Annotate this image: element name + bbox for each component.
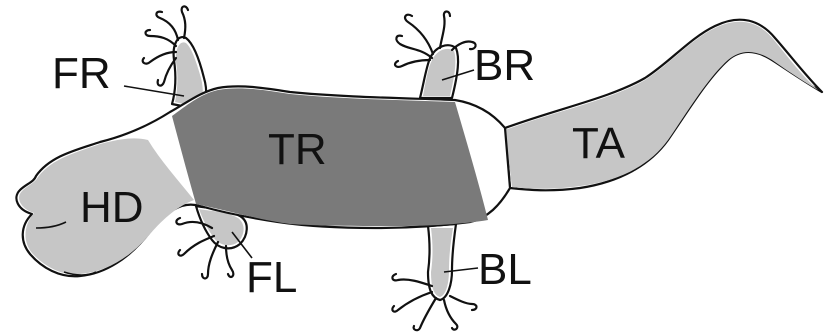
label-br: BR	[474, 41, 535, 90]
label-fr: FR	[52, 49, 111, 98]
front-left-leg	[176, 206, 246, 279]
tail-region	[505, 20, 822, 191]
label-bl: BL	[478, 245, 532, 294]
back-left-leg	[392, 224, 476, 330]
label-hd: HD	[80, 183, 144, 232]
label-tr: TR	[268, 125, 327, 174]
back-right-leg	[395, 12, 476, 99]
tail-shading	[505, 22, 818, 189]
label-ta: TA	[572, 119, 626, 168]
trunk-region	[172, 88, 488, 226]
label-fl: FL	[246, 253, 297, 302]
